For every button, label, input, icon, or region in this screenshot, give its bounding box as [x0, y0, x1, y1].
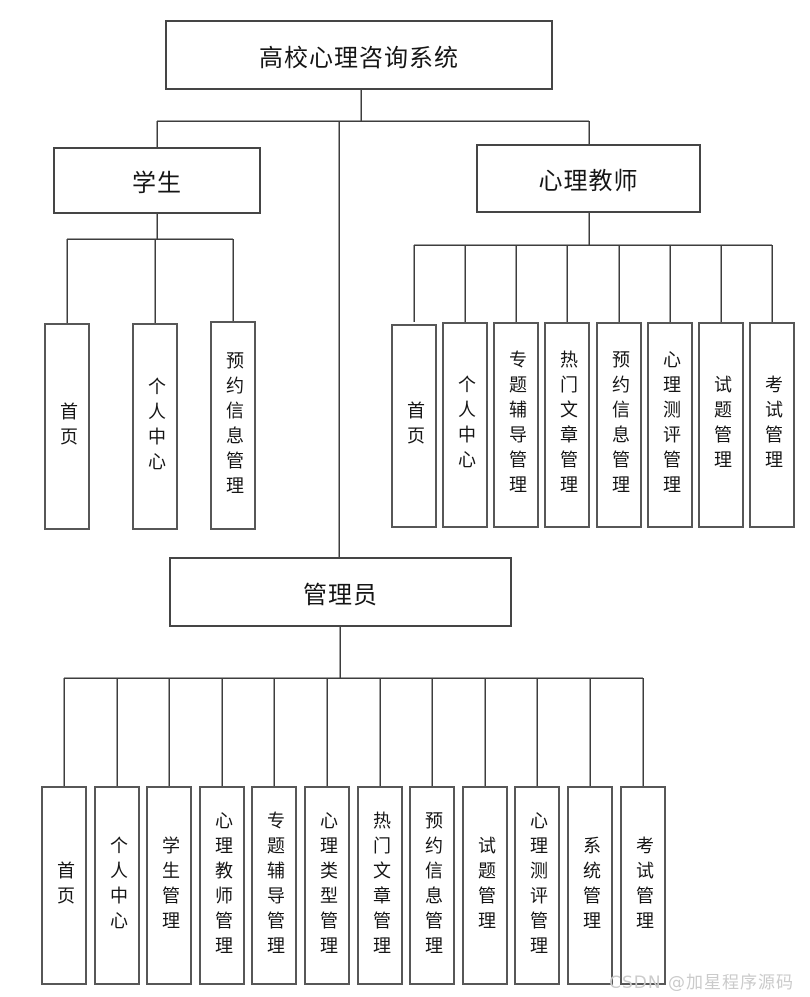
- node-label: 考试管理: [762, 375, 783, 475]
- node-admin-question-mgmt: 试题管理: [462, 786, 508, 985]
- node-admin-psych-assessment: 心理测评管理: [514, 786, 560, 985]
- node-role-admin: 管理员: [169, 557, 512, 627]
- node-admin-appointment-info: 预约信息管理: [409, 786, 455, 985]
- node-label: 热门文章管理: [557, 350, 578, 500]
- node-admin-exam-mgmt: 考试管理: [620, 786, 666, 985]
- node-label: 首页: [54, 860, 75, 911]
- node-teacher-topic-counseling: 专题辅导管理: [493, 322, 539, 528]
- node-label: 心理测评管理: [660, 350, 681, 500]
- node-admin-personal-center: 个人中心: [94, 786, 140, 985]
- node-admin-teacher-mgmt: 心理教师管理: [199, 786, 245, 985]
- node-label: 考试管理: [633, 835, 654, 936]
- csdn-watermark: CSDN @加星程序源码: [609, 973, 794, 993]
- node-teacher-psych-assessment: 心理测评管理: [647, 322, 693, 528]
- node-label: 首页: [57, 401, 78, 452]
- node-role-teacher: 心理教师: [476, 144, 701, 213]
- node-label: 个人中心: [455, 375, 476, 475]
- node-label: 学生管理: [159, 835, 180, 936]
- node-teacher-home: 首页: [391, 324, 437, 528]
- node-label: 首页: [404, 401, 425, 451]
- node-student-appointment-info: 预约信息管理: [210, 321, 256, 530]
- node-label: 系统管理: [580, 835, 601, 936]
- node-student-personal-center: 个人中心: [132, 323, 178, 530]
- node-label: 个人中心: [145, 376, 166, 477]
- node-label: 专题辅导管理: [264, 810, 285, 961]
- node-admin-topic-counseling: 专题辅导管理: [251, 786, 297, 985]
- node-label: 心理教师管理: [212, 810, 233, 961]
- node-student-home: 首页: [44, 323, 90, 530]
- node-teacher-hot-articles: 热门文章管理: [544, 322, 590, 528]
- node-label: 预约信息管理: [422, 810, 443, 961]
- node-admin-student-mgmt: 学生管理: [146, 786, 192, 985]
- node-teacher-question-mgmt: 试题管理: [698, 322, 744, 528]
- node-label: 专题辅导管理: [506, 350, 527, 500]
- node-label: 心理测评管理: [527, 810, 548, 961]
- node-role-student: 学生: [53, 147, 261, 214]
- node-admin-home: 首页: [41, 786, 87, 985]
- node-label: 心理类型管理: [317, 810, 338, 961]
- node-admin-system-mgmt: 系统管理: [567, 786, 613, 985]
- node-label: 试题管理: [475, 835, 496, 936]
- node-label: 预约信息管理: [609, 350, 630, 500]
- node-label: 个人中心: [107, 835, 128, 936]
- node-admin-hot-articles: 热门文章管理: [357, 786, 403, 985]
- node-teacher-appointment-info: 预约信息管理: [596, 322, 642, 528]
- node-teacher-personal-center: 个人中心: [442, 322, 488, 528]
- node-label: 热门文章管理: [370, 810, 391, 961]
- node-teacher-exam-mgmt: 考试管理: [749, 322, 795, 528]
- node-admin-psych-type-mgmt: 心理类型管理: [304, 786, 350, 985]
- node-root-system: 高校心理咨询系统: [165, 20, 553, 90]
- node-label: 预约信息管理: [223, 350, 244, 501]
- node-label: 试题管理: [711, 375, 732, 475]
